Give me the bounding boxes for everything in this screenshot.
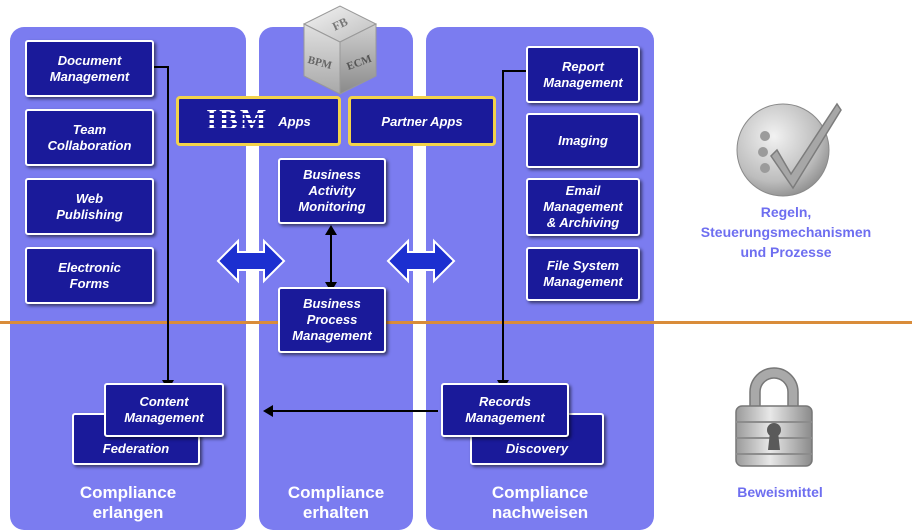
box-line: Management bbox=[124, 410, 204, 425]
cube-top-label: FB bbox=[330, 14, 350, 33]
footer-line: erhalten bbox=[302, 503, 370, 522]
right-connector-top bbox=[502, 70, 526, 72]
box-line: Management bbox=[465, 410, 545, 425]
padlock-icon bbox=[735, 367, 813, 467]
partner-apps-box: Partner Apps bbox=[348, 96, 496, 146]
ibm-logo: IBM bbox=[206, 105, 269, 136]
records-to-content-arrowhead bbox=[263, 405, 273, 417]
box-line: Imaging bbox=[558, 132, 608, 148]
checkmark-disc-icon bbox=[736, 102, 842, 197]
imaging-box: Imaging bbox=[526, 113, 640, 168]
ibm-apps-label: Apps bbox=[278, 113, 311, 129]
footer-line: Compliance bbox=[79, 483, 177, 502]
box-line: Report bbox=[562, 58, 604, 74]
box-line: Activity bbox=[308, 183, 356, 198]
box-line: Email bbox=[565, 183, 601, 198]
left-connector-vertical bbox=[167, 66, 169, 384]
rules-line: Steuerungsmechanismen bbox=[700, 224, 872, 240]
box-line: Business bbox=[303, 296, 361, 311]
box-line: Content bbox=[139, 394, 189, 409]
rules-line: und Prozesse bbox=[740, 244, 832, 260]
box-line: Federation bbox=[102, 441, 170, 456]
box-line: Team bbox=[72, 121, 107, 137]
box-line: Collaboration bbox=[47, 137, 132, 153]
box-line: Records bbox=[478, 394, 532, 409]
double-arrow-icon bbox=[216, 238, 286, 284]
box-line: & Archiving bbox=[546, 215, 620, 230]
rules-label: Regeln, Steuerungsmechanismen und Prozesse bbox=[660, 202, 912, 262]
footer-line: Compliance bbox=[287, 483, 385, 502]
box-line: Management bbox=[543, 74, 623, 90]
box-line: Management bbox=[543, 274, 623, 289]
double-arrow-icon bbox=[386, 238, 456, 284]
divider-line bbox=[0, 321, 912, 324]
box-line: Management bbox=[292, 328, 372, 343]
right-connector-vertical bbox=[502, 70, 504, 384]
box-line: Management bbox=[49, 68, 130, 84]
footer-line: Compliance bbox=[491, 483, 589, 502]
box-line: Business bbox=[303, 167, 361, 182]
center-arrowhead-up bbox=[325, 225, 337, 235]
box-line: Publishing bbox=[56, 206, 123, 222]
ibm-apps-box: IBM Apps bbox=[176, 96, 341, 146]
rules-line: Regeln, bbox=[760, 204, 812, 220]
box-line: Monitoring bbox=[298, 199, 366, 214]
left-connector-top bbox=[152, 66, 168, 68]
partner-apps-label: Partner Apps bbox=[381, 113, 463, 129]
box-line: Web bbox=[75, 190, 104, 206]
box-line: Discovery bbox=[505, 441, 569, 456]
box-line: File System bbox=[546, 258, 620, 273]
box-line: Process bbox=[306, 312, 358, 327]
footer-line: erlangen bbox=[92, 503, 164, 522]
evidence-text: Beweismittel bbox=[737, 484, 823, 500]
box-line: Document bbox=[57, 52, 122, 68]
footer-line: nachweisen bbox=[491, 503, 589, 522]
box-line: Forms bbox=[69, 275, 110, 291]
box-line: Electronic bbox=[58, 259, 121, 275]
evidence-label: Beweismittel bbox=[690, 482, 870, 502]
cube-icon: FB BPM ECM bbox=[302, 5, 378, 95]
center-connector bbox=[330, 232, 332, 286]
box-line: Management bbox=[543, 199, 623, 214]
records-to-content-connector bbox=[272, 410, 438, 412]
